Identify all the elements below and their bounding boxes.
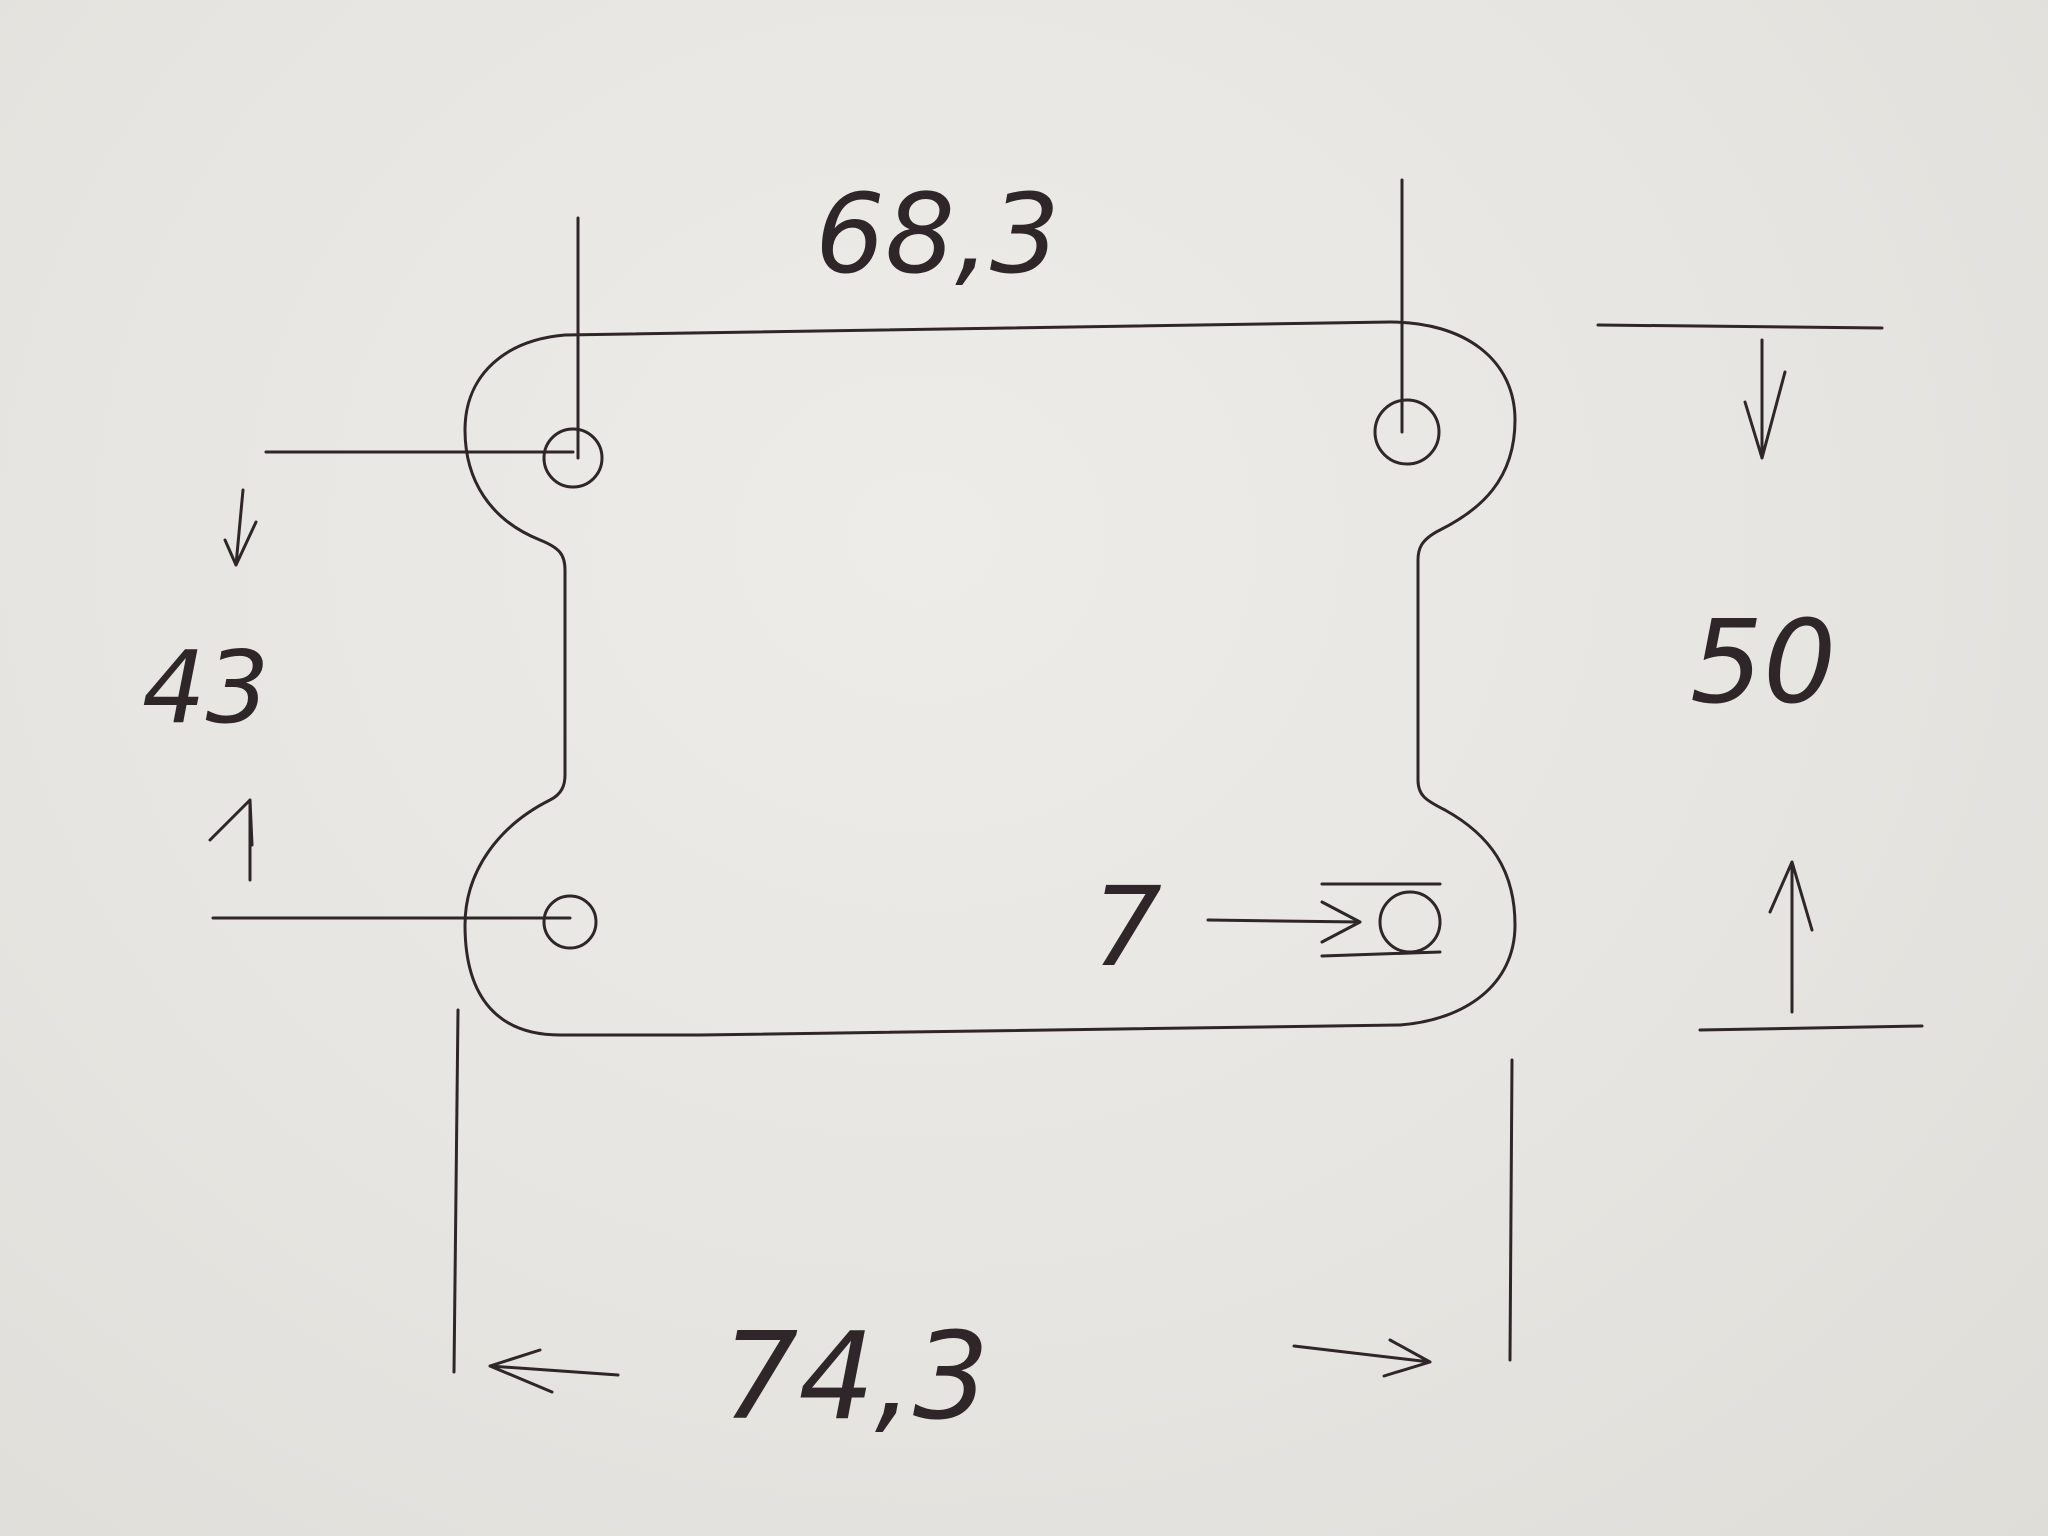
arrow-down-left <box>223 488 258 567</box>
part-outline <box>463 320 1517 1037</box>
label-top-hole-spacing: 68,3 <box>815 170 1060 298</box>
extension-line-bottom-right <box>1508 1058 1514 1362</box>
arrow-down-right <box>1743 338 1787 460</box>
label-overall-height: 50 <box>1690 596 1836 730</box>
label-overall-width: 74,3 <box>722 1308 989 1447</box>
hole-bottom-right <box>1378 890 1442 954</box>
extension-line-bottom-left <box>452 1008 460 1374</box>
label-left-hole-spacing: 43 <box>142 629 269 746</box>
extension-line-right-bottom <box>1698 1024 1924 1032</box>
hole-top-left <box>542 427 604 489</box>
hole-top-right <box>1373 398 1441 466</box>
hole-bottom-left <box>542 894 598 950</box>
arrow-up-right <box>1768 860 1814 1014</box>
arrow-left-bottom <box>488 1348 620 1394</box>
arrow-up-left <box>208 798 254 882</box>
arrow-right-bottom <box>1292 1338 1432 1378</box>
leader-arrow-hole <box>1206 900 1362 944</box>
extension-line-right-top <box>1596 323 1884 330</box>
hole-diameter-line-bottom <box>1320 950 1442 958</box>
label-hole-diameter: 7 <box>1092 863 1162 991</box>
